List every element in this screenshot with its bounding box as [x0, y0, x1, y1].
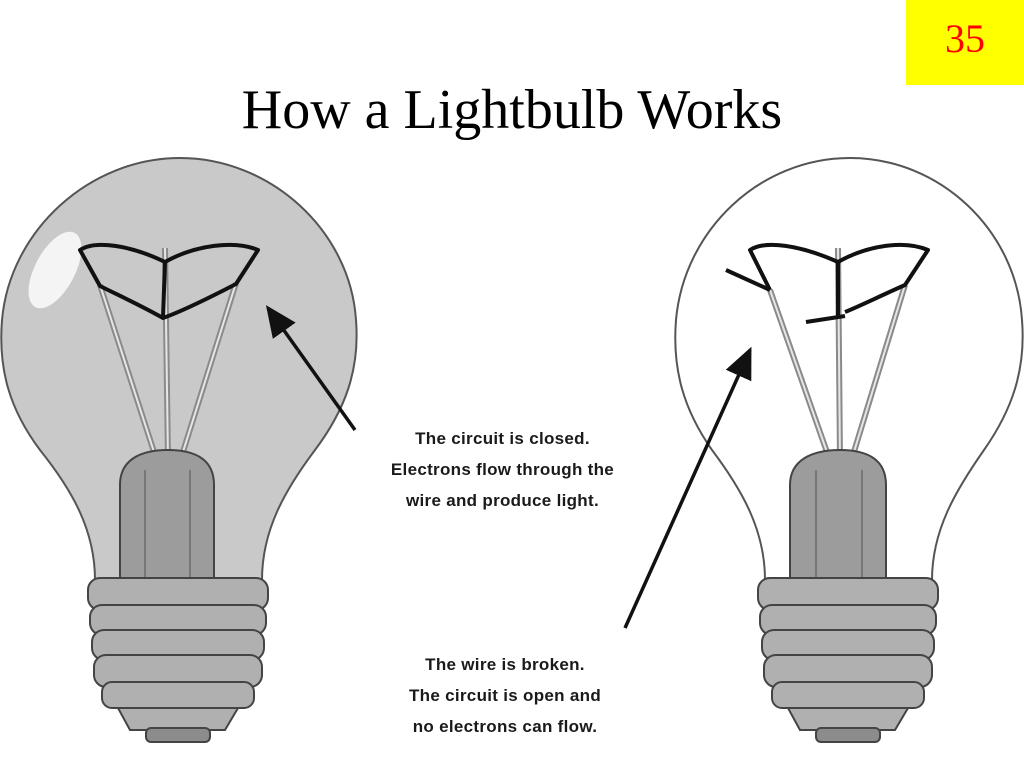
broken-wire-caption: The wire is broken. The circuit is open …	[345, 649, 665, 742]
caption-line: no electrons can flow.	[412, 717, 598, 736]
lit-bulb-highlight	[28, 231, 82, 309]
caption-line: The wire is broken.	[425, 655, 585, 674]
lit-bulb-screw-base	[87, 577, 269, 743]
broken-bulb-filament	[725, 242, 930, 324]
closed-circuit-caption: The circuit is closed. Electrons flow th…	[330, 423, 675, 516]
slide-number-badge: 35	[906, 0, 1024, 85]
closed-circuit-arrow	[265, 305, 357, 432]
broken-bulb	[674, 156, 1024, 743]
caption-line: Electrons flow through the	[390, 460, 615, 479]
caption-line: wire and produce light.	[406, 491, 599, 510]
lit-bulb-filament	[78, 242, 260, 320]
slide-number: 35	[945, 16, 985, 61]
broken-bulb-screw-base	[757, 577, 939, 743]
lit-bulb-glass	[0, 156, 358, 581]
broken-bulb-glass	[674, 156, 1024, 581]
broken-bulb-stem	[789, 448, 887, 581]
lit-bulb	[0, 156, 358, 743]
lit-bulb-stem	[119, 448, 215, 581]
lightbulb-diagram	[0, 156, 1024, 743]
broken-wire-arrow	[623, 346, 752, 629]
caption-line: The circuit is closed.	[415, 429, 590, 448]
page-title: How a Lightbulb Works	[241, 79, 783, 141]
caption-line: The circuit is open and	[408, 686, 602, 705]
